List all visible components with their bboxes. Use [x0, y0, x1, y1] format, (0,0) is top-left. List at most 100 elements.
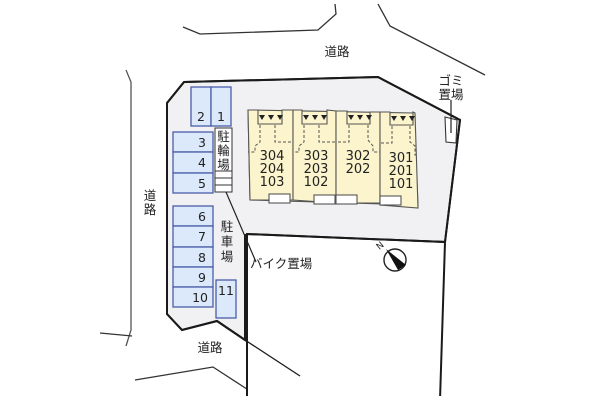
dashed-line — [409, 126, 418, 156]
room-103: 103 — [260, 175, 285, 190]
dashed-line — [380, 126, 393, 144]
dashed-line — [367, 125, 380, 153]
balcony — [335, 194, 358, 205]
road-edge-top-left — [182, 3, 337, 35]
parking-space-1[interactable] — [210, 86, 232, 127]
parking-lot-char-2: 車 — [221, 234, 234, 249]
parking-label-11: 11 — [218, 283, 234, 298]
room-204: 204 — [260, 162, 285, 177]
bike-area-label: バイク置場 — [250, 256, 312, 271]
room-203: 203 — [304, 162, 329, 177]
entry-marker — [391, 116, 397, 121]
room-301: 301 — [389, 151, 414, 166]
unit-column-4-labels: 301 201 101 — [389, 151, 414, 192]
unit-column-1-labels: 304 204 103 — [260, 149, 285, 190]
parking-label-7: 7 — [198, 229, 206, 244]
bicycle-parking: 駐 輪 場 — [214, 127, 233, 193]
road-edge-bottom — [134, 366, 254, 394]
parking-label-9: 9 — [198, 270, 206, 285]
parking-label-1: 1 — [217, 109, 225, 124]
parking-space-8[interactable] — [172, 246, 214, 268]
balcony — [313, 194, 336, 205]
compass-north-label: N — [375, 240, 387, 252]
room-102: 102 — [304, 175, 329, 190]
parking-space-6[interactable] — [172, 205, 214, 227]
entry-marker — [409, 116, 415, 121]
dashed-line — [274, 125, 293, 143]
bottom-mask — [0, 396, 600, 400]
parking-group-bottom: 6 7 8 9 10 — [172, 205, 214, 308]
bike-rack-slot-1 — [214, 170, 233, 179]
parking-label-2: 2 — [197, 109, 205, 124]
parking-lot-char-1: 駐 — [221, 219, 234, 234]
unit-column-2 — [292, 109, 337, 204]
parking-space-4[interactable] — [172, 151, 214, 174]
entry-marker — [303, 115, 309, 120]
room-303: 303 — [304, 149, 329, 164]
entry-marker — [259, 115, 265, 120]
entry-marker — [400, 116, 406, 121]
dashed-line — [248, 125, 261, 153]
room-202: 202 — [346, 162, 371, 177]
bike-rack-slot-2 — [214, 177, 233, 186]
bike-area-leader-line — [225, 191, 257, 263]
entry-marker — [321, 115, 327, 120]
road-edge-left — [125, 69, 132, 347]
parking-label-10: 10 — [192, 290, 208, 305]
road-label-top: 道路 — [324, 44, 350, 59]
bicycle-parking-char-1: 駐 — [217, 129, 230, 144]
parking-space-11[interactable] — [215, 279, 237, 319]
entry-marker — [366, 115, 372, 120]
road-label-left-char-1: 道 — [144, 188, 157, 203]
parking-label-4: 4 — [198, 155, 206, 170]
balcony — [268, 193, 291, 204]
road-edge-top-right — [377, 3, 486, 76]
road-edges — [99, 3, 486, 394]
room-101: 101 — [389, 177, 414, 192]
parking-space-5[interactable] — [172, 172, 214, 194]
room-302: 302 — [346, 149, 371, 164]
parking-label-3: 3 — [198, 135, 206, 150]
garbage-label-line-2: 置場 — [438, 87, 463, 102]
bicycle-parking-char-2: 輪 — [217, 143, 230, 158]
parking-lot-label: 駐 車 場 — [221, 219, 234, 264]
lot-border — [166, 75, 462, 341]
entry-markers — [259, 115, 415, 121]
room-304: 304 — [260, 149, 285, 164]
apartment-building: 304 204 103 303 203 102 302 202 301 201 … — [247, 109, 419, 209]
parking-space-3[interactable] — [172, 131, 214, 153]
unit-column-2-labels: 303 203 102 — [304, 149, 329, 190]
road-edge-bottom-right — [244, 339, 301, 377]
bike-rack-slot-3 — [214, 184, 233, 193]
entry-marker — [277, 115, 283, 120]
parking-label-6: 6 — [198, 209, 206, 224]
entry-marker — [357, 115, 363, 120]
dashed-line — [318, 125, 336, 143]
parking-space-10[interactable] — [172, 286, 214, 308]
parking-lot-char-3: 場 — [221, 249, 234, 264]
road-edge-bottom-left — [99, 332, 133, 337]
entry-marker — [312, 115, 318, 120]
garbage-label-line-1: ゴミ — [438, 73, 463, 88]
unit-column-3-labels: 302 202 — [346, 149, 371, 177]
parking-label-8: 8 — [198, 250, 206, 265]
dashed-line — [293, 125, 305, 153]
parking-label-5: 5 — [198, 176, 206, 191]
compass: N — [375, 240, 407, 272]
entry-marker — [348, 115, 354, 120]
balcony — [379, 195, 402, 206]
parking-space-9[interactable] — [172, 266, 214, 288]
road-label-left-char-2: 路 — [144, 202, 157, 217]
parking-space-7[interactable] — [172, 225, 214, 248]
entry-marker — [268, 115, 274, 120]
unit-column-4 — [379, 111, 419, 209]
road-label-bottom: 道路 — [197, 340, 223, 355]
parking-group-middle: 3 4 5 — [172, 131, 214, 194]
unit-column-1 — [247, 109, 294, 201]
parking-group-top: 2 1 — [190, 86, 232, 127]
garbage-area: ゴミ 置場 — [438, 73, 464, 144]
interior-dashed-lines — [248, 125, 418, 156]
dashed-line — [336, 125, 350, 143]
bicycle-parking-char-3: 場 — [217, 157, 230, 172]
